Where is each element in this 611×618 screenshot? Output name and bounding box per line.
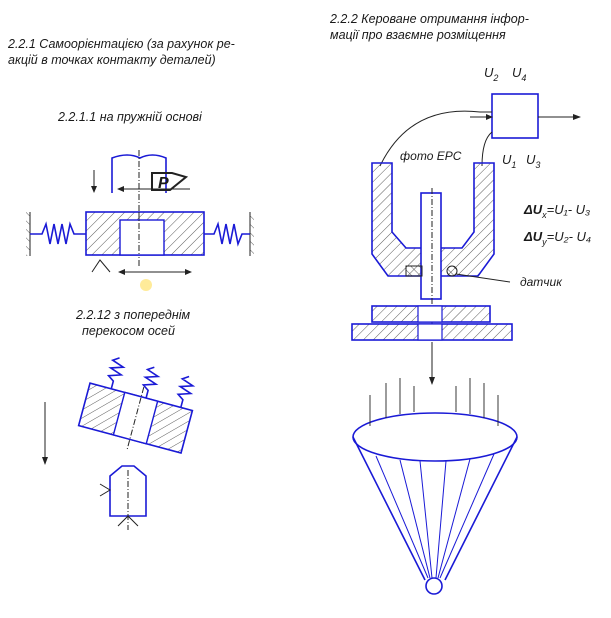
u1-label: U1 <box>502 152 516 170</box>
right-spring <box>204 221 250 247</box>
vertical-light-lines <box>369 378 499 426</box>
tilt-caption-line1: 2.2.12 з попереднім <box>76 308 191 322</box>
u4-label: U4 <box>512 65 526 83</box>
sensor-label: датчик <box>520 275 563 289</box>
sensor-leader <box>455 273 511 283</box>
center-rod <box>420 192 442 300</box>
signal-wire-right <box>481 131 493 167</box>
spring-base-assembly: P <box>26 150 254 291</box>
cone-rays <box>375 453 495 579</box>
tilt-caption-line2: перекосом осей <box>82 324 175 338</box>
cone-body <box>352 436 518 581</box>
upper-shaft <box>111 154 167 193</box>
photo-label: фото ЕРС <box>400 149 462 163</box>
equation-dy: ΔUy=U₂- U₄ <box>523 229 591 247</box>
lower-pin <box>109 465 147 517</box>
left-spring <box>30 221 86 245</box>
tilted-spring-1 <box>106 357 126 390</box>
tilted-spring-2 <box>141 366 161 399</box>
tilted-spring-3 <box>176 375 196 408</box>
u3-label: U3 <box>526 152 540 170</box>
u-gripper <box>371 162 495 277</box>
cone-top <box>352 412 518 462</box>
control-box <box>491 93 539 139</box>
signal-wire-left <box>379 110 492 167</box>
force-label: P <box>158 175 169 192</box>
u2-label: U2 <box>484 65 498 83</box>
sensor <box>446 265 458 277</box>
tilted-axes-assembly <box>42 357 196 530</box>
spring-base-caption: 2.2.1.1 на пружній основі <box>58 110 202 124</box>
left-title-line2: акцій в точках контакту деталей) <box>8 53 216 67</box>
sensor-assembly: U2 U4 U1 U3 фото ЕРС датчик ΔUx=U₁- U₃ Δ… <box>351 65 591 595</box>
cone-tip <box>425 577 443 595</box>
left-title-line1: 2.2.1 Самоорієнтацією (за рахунок ре- <box>8 37 235 51</box>
sensor-pad <box>405 265 423 277</box>
right-title-line1: 2.2.2 Кероване отримання інфор- <box>330 12 529 26</box>
right-title-line2: мації про взаємне розміщення <box>330 28 506 42</box>
equation-dx: ΔUx=U₁- U₃ <box>523 202 590 220</box>
highlight-marker <box>140 279 152 291</box>
force-arrow-head <box>151 172 189 191</box>
